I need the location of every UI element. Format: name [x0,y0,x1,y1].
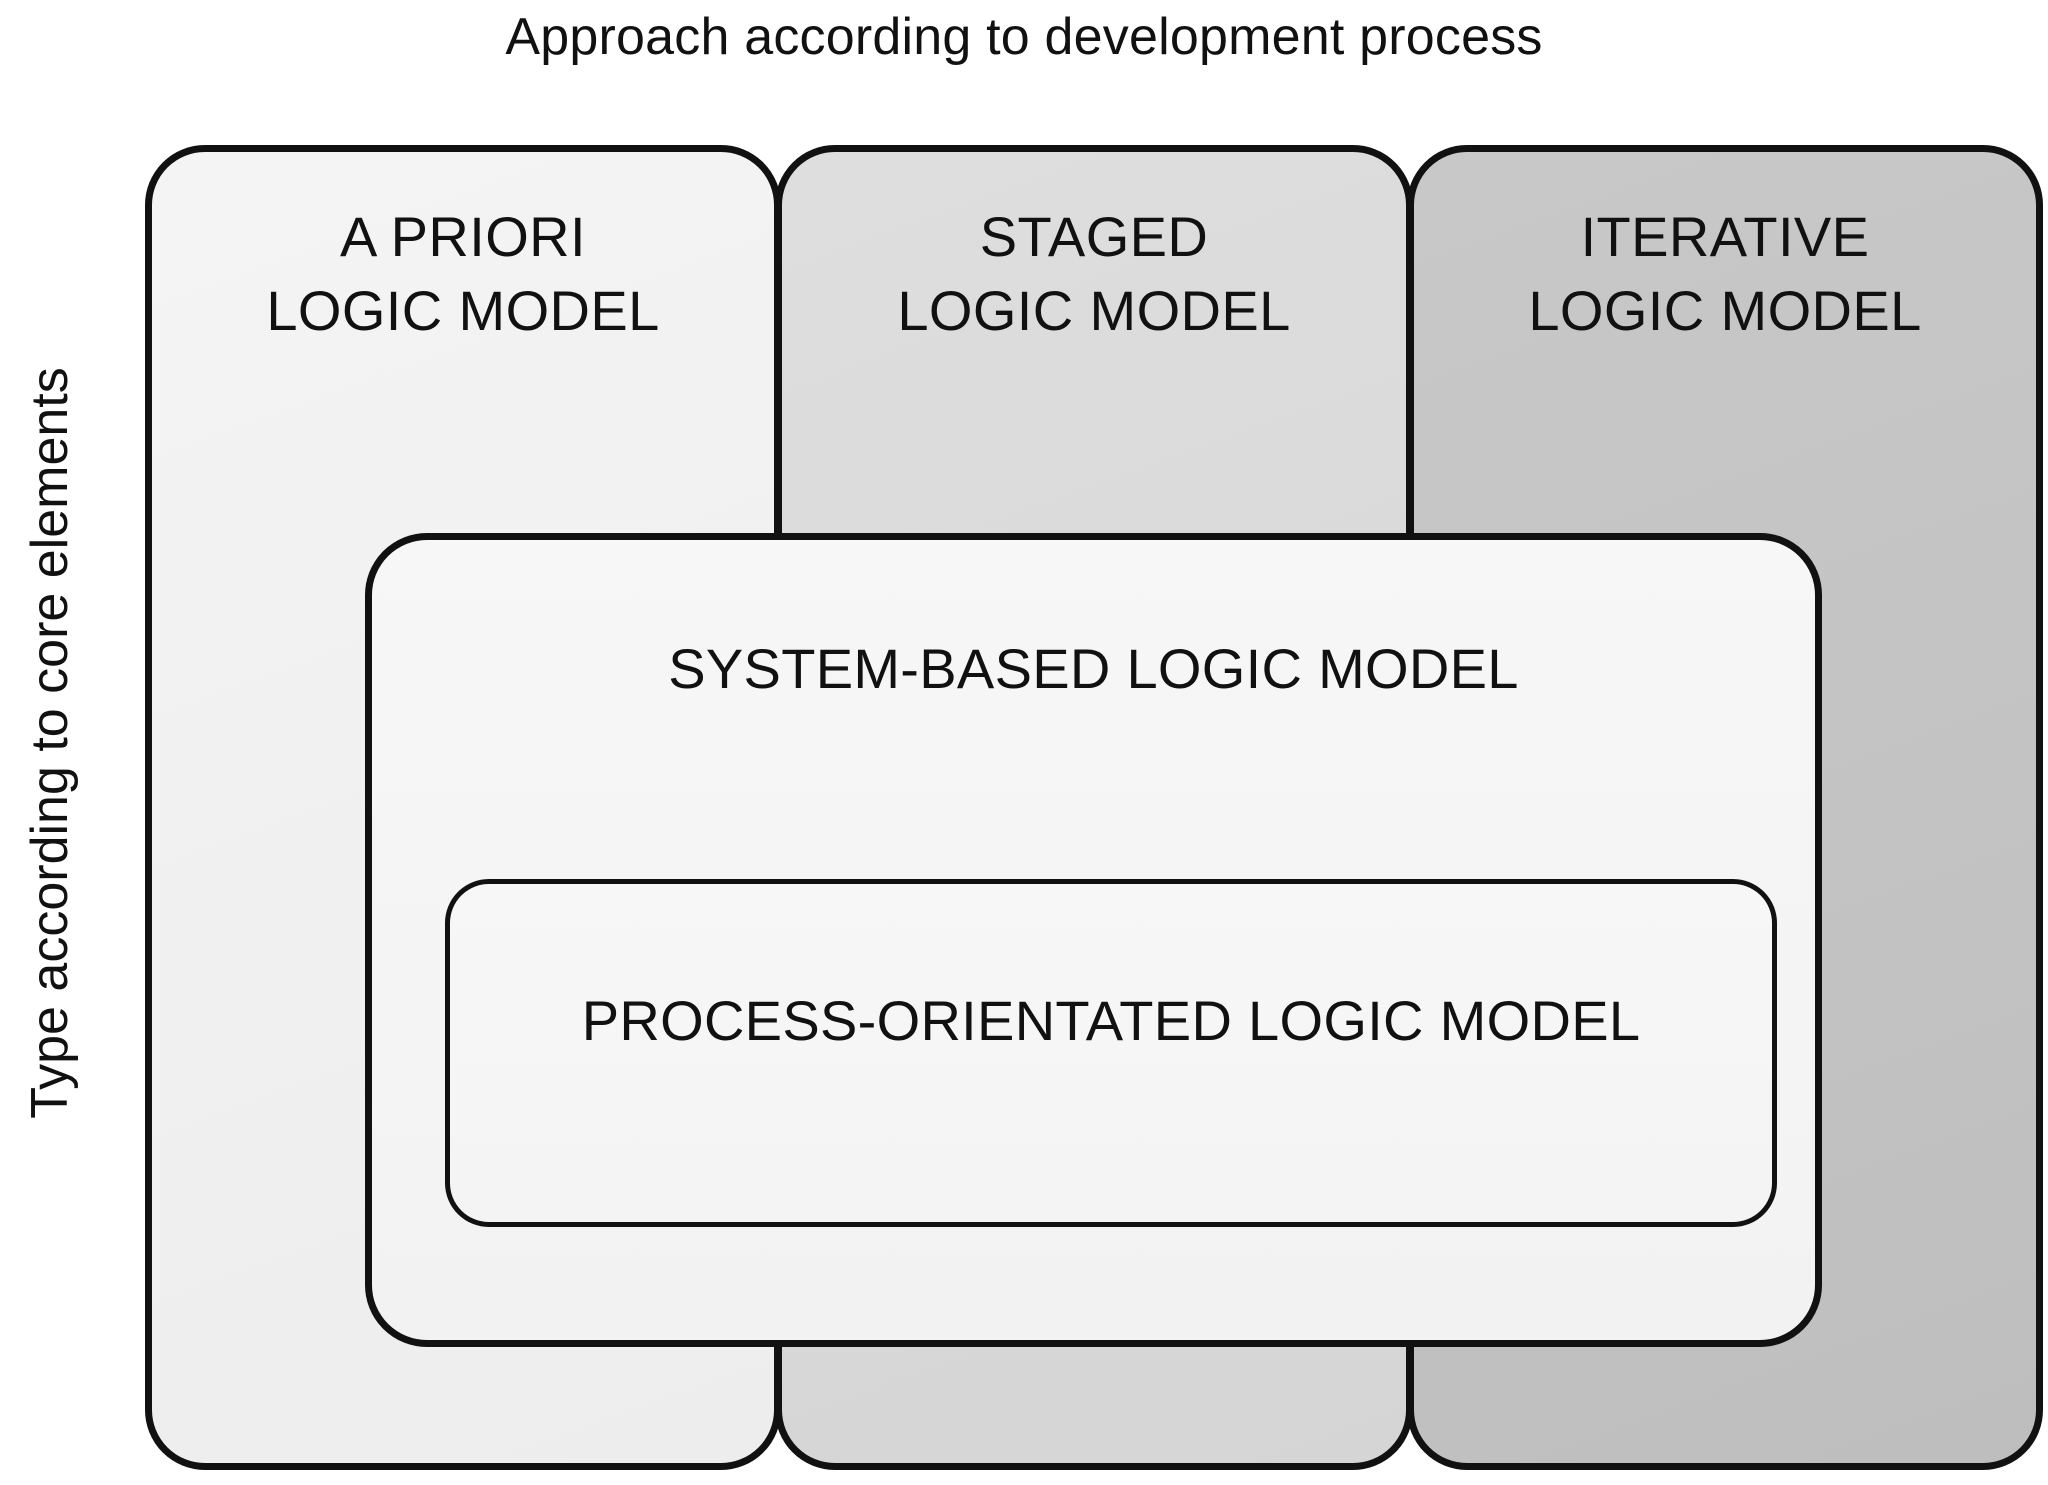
column-card-staged-label-line1: STAGED [979,205,1209,268]
overlay-box-system-based[interactable]: SYSTEM-BASED LOGIC MODEL PROCESS-ORIENTA… [365,533,1822,1347]
top-axis-title: Approach according to development proces… [505,8,1543,66]
column-card-a-priori-label-line1: A PRIORI [340,205,586,268]
overlay-box-system-based-label: SYSTEM-BASED LOGIC MODEL [668,637,1519,700]
overlay-box-process-orientated-label: PROCESS-ORIENTATED LOGIC MODEL [581,989,1641,1052]
column-card-iterative-label-line1: ITERATIVE [1580,205,1870,268]
overlay-box-process-orientated[interactable]: PROCESS-ORIENTATED LOGIC MODEL [445,879,1777,1227]
column-card-staged-label-line2: LOGIC MODEL [897,278,1291,342]
column-card-a-priori-label-line2: LOGIC MODEL [266,278,660,342]
column-card-iterative-label: ITERATIVE LOGIC MODEL [1414,200,2036,348]
column-card-staged-label: STAGED LOGIC MODEL [782,200,1406,348]
column-card-iterative-label-line2: LOGIC MODEL [1528,278,1922,342]
column-card-a-priori-label: A PRIORI LOGIC MODEL [152,200,774,348]
